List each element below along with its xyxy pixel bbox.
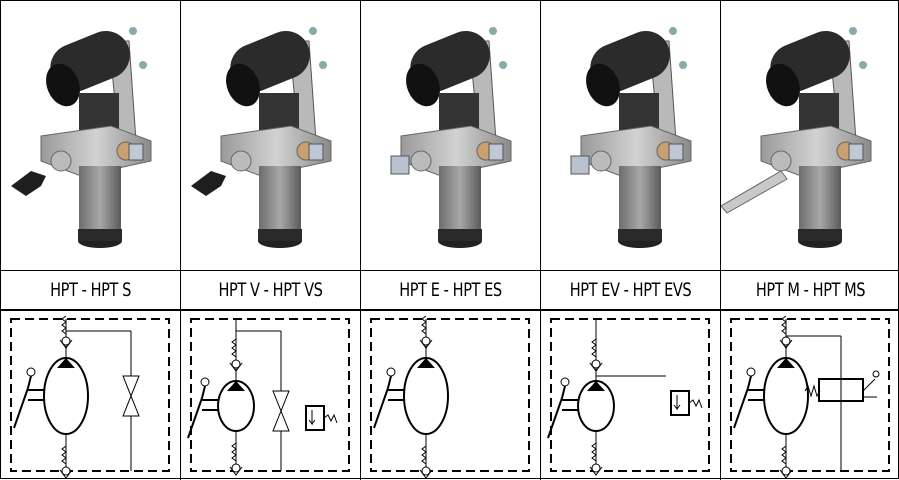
hydraulic-schematic-2 <box>361 311 541 480</box>
hand-pump-illustration <box>570 27 692 248</box>
pump-image-1 <box>181 1 361 271</box>
model-label: HPT - HPT S <box>50 279 131 301</box>
pump-image-4 <box>721 1 899 271</box>
pump-image-3 <box>541 1 721 271</box>
hydraulic-circuit-diagram <box>730 315 890 479</box>
hand-pump-illustration <box>390 27 512 248</box>
hydraulic-schematic-1 <box>181 311 361 480</box>
hydraulic-schematic-3 <box>541 311 721 480</box>
handle-socket <box>406 27 507 107</box>
hydraulic-circuit-diagram <box>187 318 350 476</box>
model-label: HPT V - HPT VS <box>218 279 323 301</box>
pump-image-2 <box>361 1 541 271</box>
handle-socket <box>46 27 147 107</box>
model-label-cell: HPT M - HPT MS <box>721 271 899 311</box>
hydraulic-circuit-diagram <box>10 315 170 479</box>
model-label: HPT M - HPT MS <box>755 279 866 301</box>
hand-pump-illustration <box>191 27 332 248</box>
handle-socket <box>586 27 687 107</box>
handle-socket <box>766 27 867 107</box>
hand-pump-illustration <box>11 27 152 248</box>
model-label: HPT EV - HPT EVS <box>569 279 692 301</box>
hydraulic-schematic-0 <box>1 311 181 480</box>
hand-pump-illustration <box>721 27 872 248</box>
handle-socket <box>226 27 327 107</box>
hydraulic-circuit-diagram <box>547 318 710 476</box>
model-label-cell: HPT V - HPT VS <box>181 271 361 311</box>
hydraulic-schematic-4 <box>721 311 899 480</box>
hydraulic-circuit-diagram <box>370 315 530 479</box>
model-label-cell: HPT E - HPT ES <box>361 271 541 311</box>
model-label-cell: HPT - HPT S <box>1 271 181 311</box>
pump-image-0 <box>1 1 181 271</box>
model-label: HPT E - HPT ES <box>399 279 502 301</box>
model-label-cell: HPT EV - HPT EVS <box>541 271 721 311</box>
